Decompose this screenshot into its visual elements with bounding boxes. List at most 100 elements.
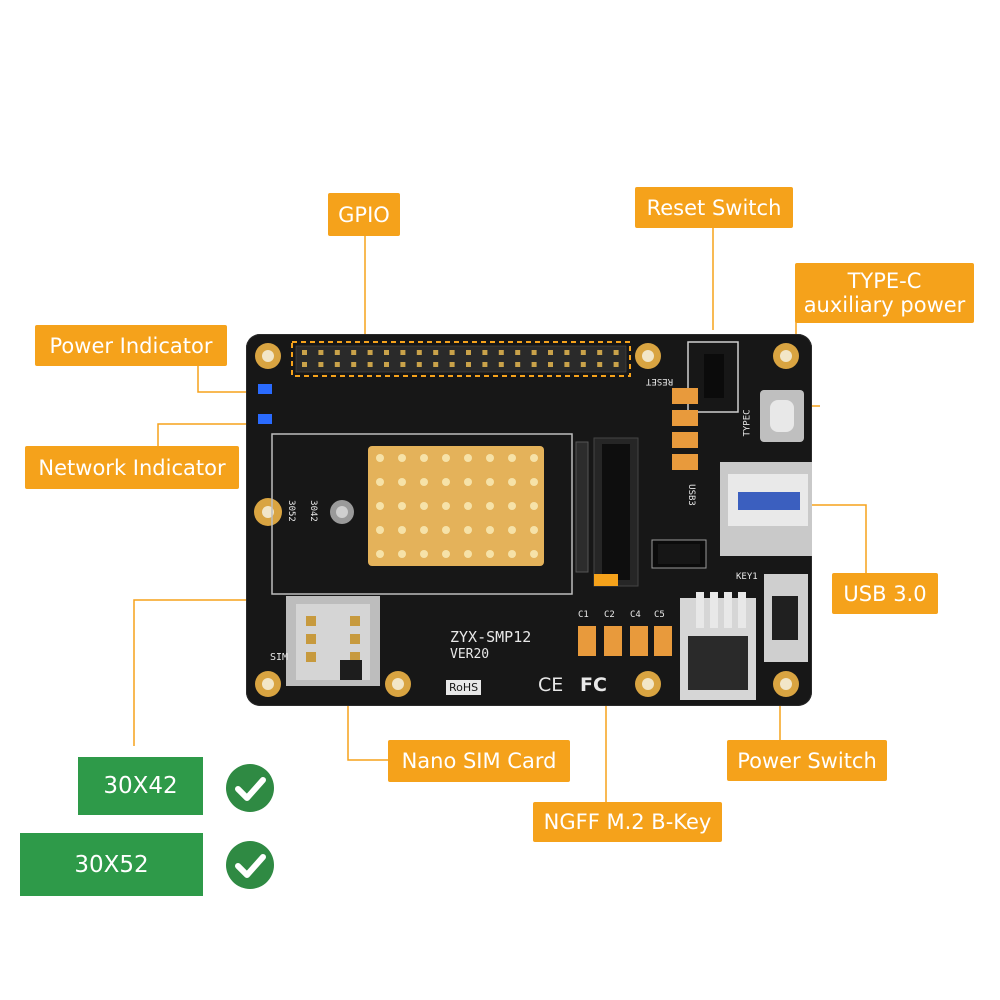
shield-pad-dot [464, 526, 472, 534]
card-30x42: 30X42 [78, 757, 203, 815]
cap-c1-label: C1 [578, 610, 589, 620]
gpio-pin [318, 350, 324, 355]
shield-pad-dot [464, 454, 472, 462]
ce-logo: CE [538, 674, 564, 696]
gpio-pin [334, 362, 340, 367]
gpio-pin [613, 350, 619, 355]
ngff-callout: NGFF M.2 B-Key [533, 802, 722, 842]
gpio-pin [334, 350, 340, 355]
shield-pad-dot [376, 502, 384, 510]
shield-pad-dot [442, 526, 450, 534]
gpio-pin [580, 350, 586, 355]
board-model-text: ZYX-SMP12 [450, 628, 532, 646]
gpio-pin [400, 362, 406, 367]
gpio-pin [466, 362, 471, 367]
cap-c5-label: C5 [654, 610, 665, 620]
shield-pad-dot [442, 478, 450, 486]
gpio-pin [400, 350, 406, 355]
shield-pad-dot [420, 502, 428, 510]
size-3052-silk: 3052 [285, 500, 296, 522]
usb3-silk-label: USB3 [685, 484, 696, 506]
reset-silk-label: RESET [646, 376, 674, 386]
shield-pad-dot [420, 550, 428, 558]
gpio-pin [466, 350, 471, 355]
gpio-pin [482, 362, 488, 367]
gpio-pin [531, 350, 537, 355]
shield-pad-dot [486, 526, 494, 534]
gpio-pin [302, 350, 307, 355]
type-c-callout: TYPE-C auxiliary power [795, 263, 974, 323]
check-icon [226, 841, 274, 889]
shield-pad-dot [530, 502, 538, 510]
shield-pad-dot [508, 502, 516, 510]
gpio-pin [318, 362, 324, 367]
power-switch-callout: Power Switch [727, 740, 887, 781]
nano-sim-callout: Nano SIM Card [388, 740, 570, 782]
usb3-callout: USB 3.0 [832, 573, 938, 614]
power-indicator-callout: Power Indicator [35, 325, 227, 366]
type-c-callout-line2: auxiliary power [803, 293, 966, 317]
shield-pad-dot [398, 478, 406, 486]
gpio-pin [482, 350, 488, 355]
shield-pad-dot [464, 550, 472, 558]
gpio-pin [597, 350, 603, 355]
check-icon [226, 764, 274, 812]
mounting-holes [254, 343, 799, 697]
gpio-pin [416, 350, 422, 355]
gpio-pin [302, 362, 307, 367]
shield-pad-dot [464, 502, 472, 510]
shield-pad-dot [530, 478, 538, 486]
card-30x52: 30X52 [20, 833, 203, 896]
key-silk-label: KEY1 [736, 572, 758, 582]
gpio-pin [433, 350, 439, 355]
gpio-pin [515, 362, 521, 367]
shield-pad-dot [398, 454, 406, 462]
shield-pad-dot [486, 502, 494, 510]
shield-pad-dot [420, 478, 428, 486]
card-30x52-label: 30X52 [74, 851, 149, 878]
sim-silk-label: SIM [270, 652, 289, 663]
gpio-pin [449, 362, 455, 367]
gpio-pin [449, 350, 455, 355]
fc-logo: FC [580, 674, 607, 696]
cap-c2-label: C2 [604, 610, 615, 620]
size-3042-silk: 3042 [307, 500, 318, 522]
gpio-pin [416, 362, 422, 367]
gpio-pin [351, 350, 357, 355]
reset-switch-callout: Reset Switch [635, 187, 793, 228]
network-indicator-callout: Network Indicator [25, 446, 239, 489]
gpio-pin [384, 362, 389, 367]
gpio-pin [580, 362, 586, 367]
pcb-board: ZYX-SMP12 VER20 SIM RESET KEY1 USB3 TYPE… [246, 334, 812, 706]
gpio-pin [367, 350, 373, 355]
shield-pad-dot [398, 550, 406, 558]
gpio-pin [564, 362, 570, 367]
card-30x42-label: 30X42 [103, 773, 178, 799]
gpio-pin [548, 362, 553, 367]
shield-pad-dot [398, 502, 406, 510]
pcb-artwork [254, 341, 812, 700]
cap-c4-label: C4 [630, 610, 641, 620]
gpio-pin [433, 362, 439, 367]
gpio-pin [351, 362, 357, 367]
shield-pad-dot [530, 550, 538, 558]
shield-pad-dot [464, 478, 472, 486]
board-version-text: VER20 [450, 647, 490, 662]
gpio-callout: GPIO [328, 193, 400, 236]
shield-pad-dot [376, 454, 384, 462]
gpio-pin [384, 350, 389, 355]
shield-pad-dot [508, 478, 516, 486]
shield-pad-dot [486, 454, 494, 462]
shield-pad-dot [442, 550, 450, 558]
gpio-pin [498, 362, 504, 367]
shield-pad-dot [530, 454, 538, 462]
shield-pad-dot [420, 526, 428, 534]
shield-pad-dot [486, 550, 494, 558]
shield-pad-dot [486, 478, 494, 486]
shield-pad-dot [376, 478, 384, 486]
shield-pad-dot [508, 454, 516, 462]
rohs-logo: RoHS [446, 680, 482, 695]
shield-pad-dot [442, 454, 450, 462]
gpio-pin [613, 362, 619, 367]
gpio-pin [367, 362, 373, 367]
